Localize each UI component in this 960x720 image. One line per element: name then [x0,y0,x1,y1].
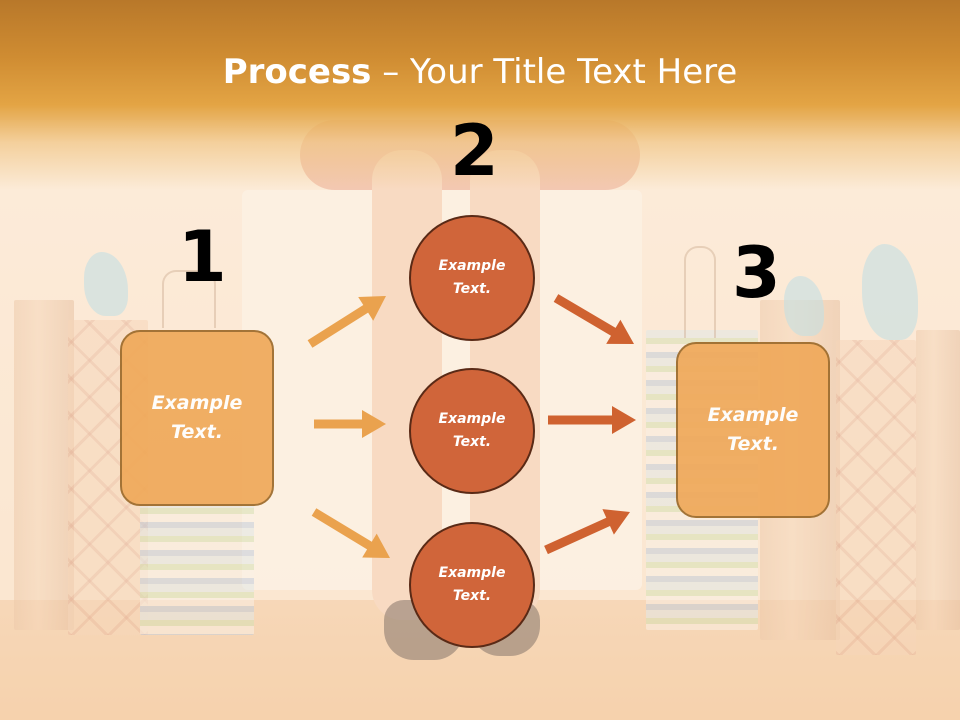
background-bag [836,340,916,655]
background-bag [916,330,960,630]
slide-title: Process – Your Title Text Here [0,52,960,92]
header-band [0,0,960,190]
arrow-1-to-2-bottom [311,508,390,558]
arrow-2-top-to-3 [553,294,634,344]
background-bag-handle [162,270,216,328]
title-bold: Process [222,52,372,92]
step-1-box: Example Text. [120,330,274,506]
step-2-circle-top: Example Text. [409,215,535,341]
arrow-1-to-2-top [307,296,386,348]
step-3-text: Example Text. [707,404,799,455]
step-2-circle-bottom: Example Text. [409,522,535,648]
step-2-circle-top-text: Example Text. [438,258,506,297]
arrow-1-to-2-middle [314,410,386,438]
arrow-2-bottom-to-3 [544,509,630,555]
arrow-2-middle-to-3 [548,406,636,434]
step-2-circle-middle-text: Example Text. [438,411,506,450]
step-3-box: Example Text. [676,342,830,518]
background-bag-handle [684,246,716,338]
step-2-circle-bottom-text: Example Text. [438,565,506,604]
step-2-number: 2 [450,110,499,192]
step-1-text: Example Text. [151,392,243,443]
step-2-circle-middle: Example Text. [409,368,535,494]
title-rest: – Your Title Text Here [371,52,738,92]
background-bag [140,500,254,635]
step-1-number: 1 [178,216,227,298]
background-bag [14,300,74,630]
step-3-number: 3 [732,232,781,314]
